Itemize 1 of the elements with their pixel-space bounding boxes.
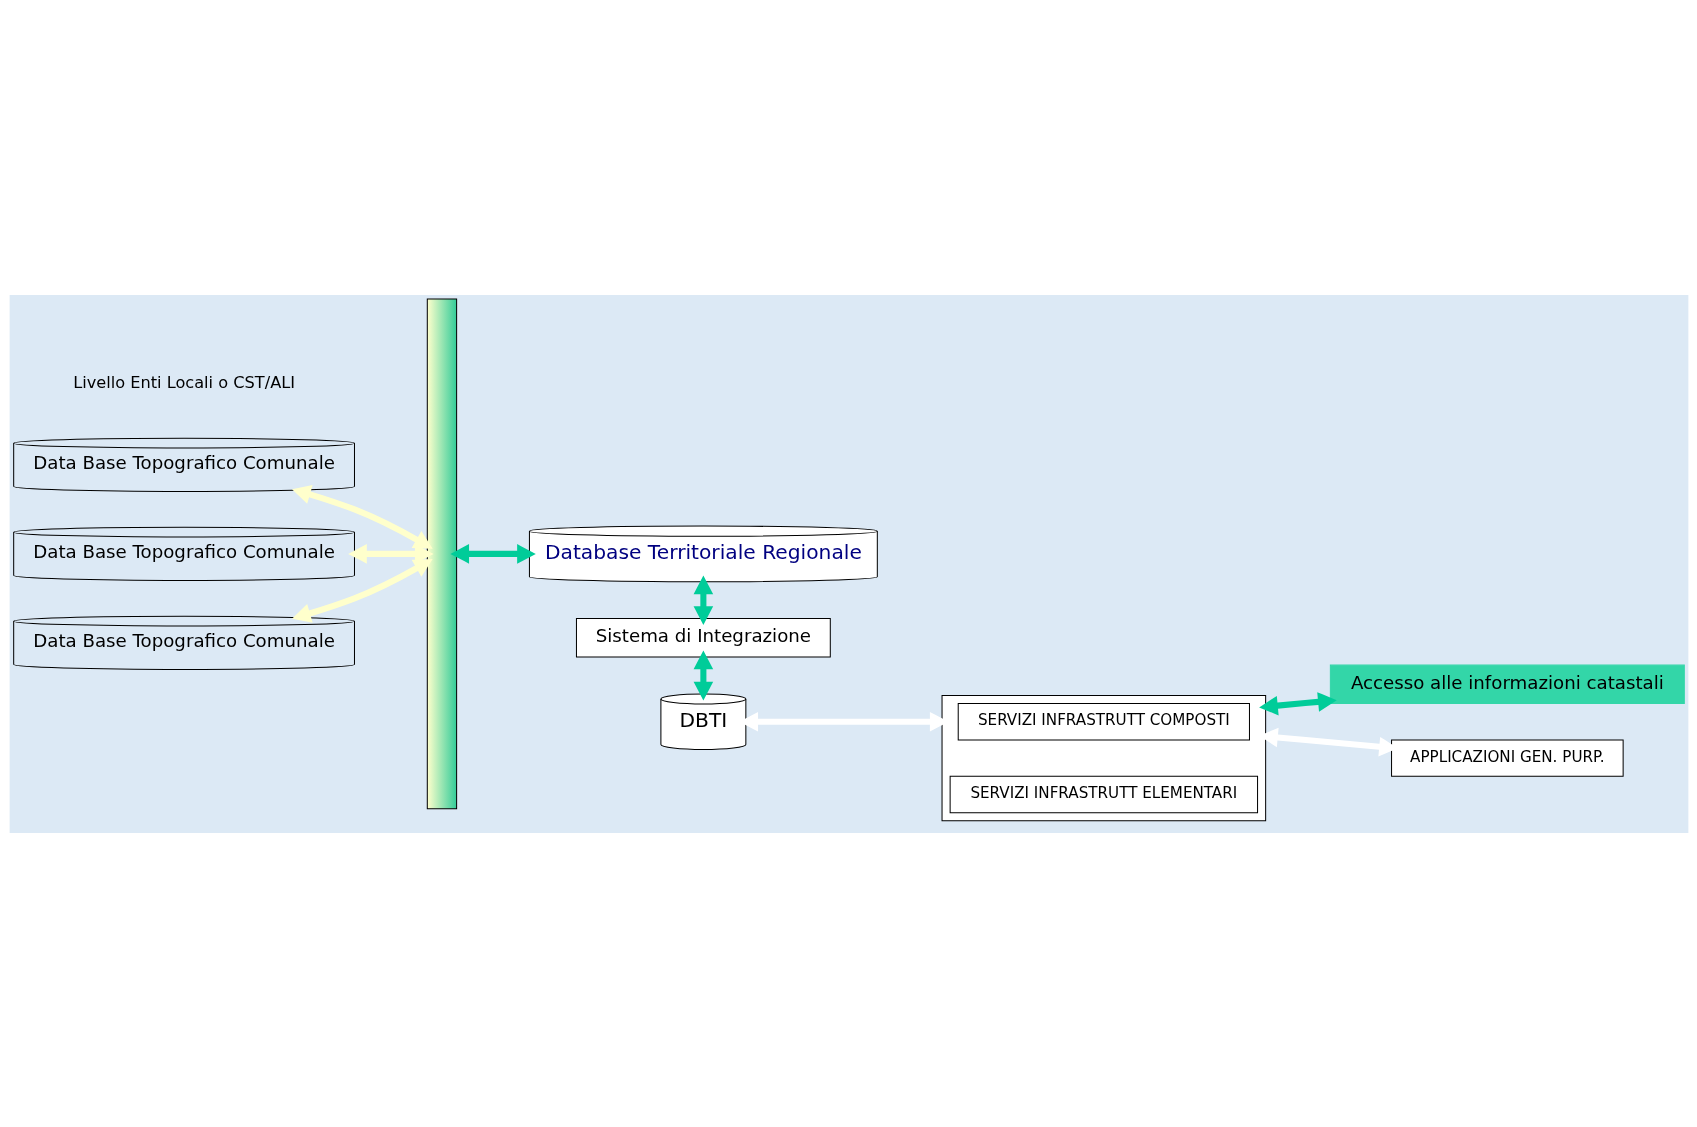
label: Livello Enti Locali o CST/ALI: [72, 372, 295, 392]
